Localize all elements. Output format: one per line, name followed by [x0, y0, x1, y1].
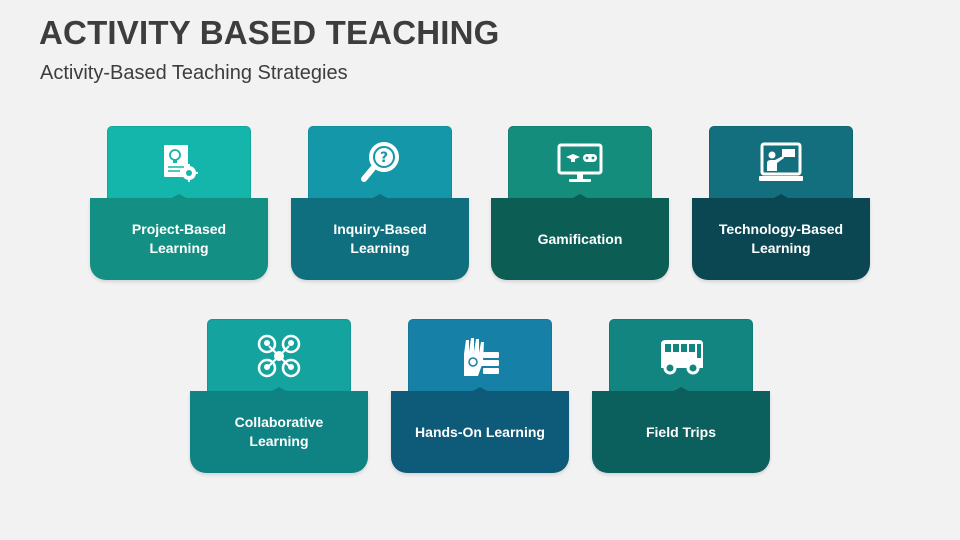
card-label-panel: Collaborative Learning: [190, 391, 368, 473]
svg-text:?: ?: [380, 150, 388, 166]
card-label: Field Trips: [645, 423, 716, 440]
card-notch: [471, 387, 489, 392]
bus-icon: [657, 332, 705, 380]
card-label: Technology-Based Learning: [718, 221, 844, 256]
card-label-panel: Gamification: [491, 198, 669, 280]
card-label: Inquiry-Based Learning: [333, 221, 427, 256]
project-document-icon: [155, 139, 203, 187]
page-subtitle: Activity-Based Teaching Strategies: [40, 62, 348, 84]
card-notch: [170, 194, 188, 199]
card-label: Project-Based Learning: [131, 221, 227, 256]
card-notch: [571, 194, 589, 199]
card-notch: [371, 194, 389, 199]
card-notch: [672, 387, 690, 392]
page-title: ACTIVITY BASED TEACHING: [39, 14, 500, 51]
people-network-icon: [255, 332, 303, 380]
card-hands-on-learning: Hands-On Learning: [391, 319, 569, 473]
card-field-trips: Field Trips: [592, 319, 770, 473]
card-gamification: Gamification: [491, 126, 669, 280]
card-label-panel: Field Trips: [592, 391, 770, 473]
card-project-based-learning: Project-Based Learning: [90, 126, 268, 280]
card-label: Hands-On Learning: [415, 423, 545, 440]
magnifier-question-icon: ?: [356, 139, 404, 187]
card-collaborative-learning: Collaborative Learning: [190, 319, 368, 473]
card-inquiry-based-learning: ? Inquiry-Based Learning: [291, 126, 469, 280]
card-label-panel: Hands-On Learning: [391, 391, 569, 473]
hand-books-icon: [456, 332, 504, 380]
card-label: Collaborative Learning: [234, 414, 324, 449]
card-notch: [772, 194, 790, 199]
card-notch: [270, 387, 288, 392]
teacher-screen-icon: [757, 139, 805, 187]
card-label-panel: Inquiry-Based Learning: [291, 198, 469, 280]
monitor-gamepad-icon: [556, 139, 604, 187]
card-label-panel: Technology-Based Learning: [692, 198, 870, 280]
card-label: Gamification: [537, 230, 623, 247]
card-label-panel: Project-Based Learning: [90, 198, 268, 280]
card-technology-based-learning: Technology-Based Learning: [692, 126, 870, 280]
